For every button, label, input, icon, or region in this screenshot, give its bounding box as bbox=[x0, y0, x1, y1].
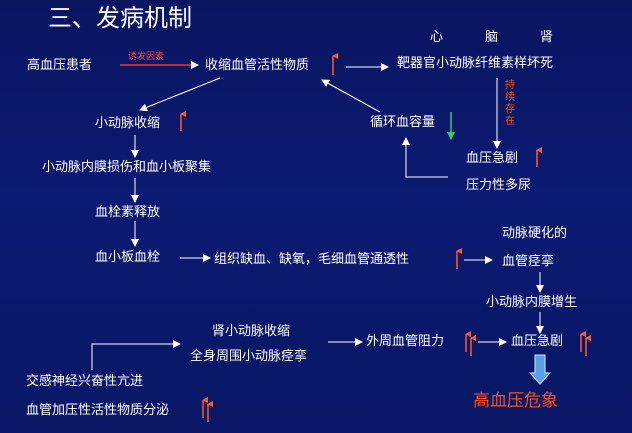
node-bp-surge-1: 血压急剧 bbox=[466, 151, 519, 166]
arrow-diuresis-loop bbox=[402, 137, 448, 178]
crisis-arrow bbox=[528, 354, 552, 385]
label-persist: 持续存在 bbox=[505, 80, 515, 127]
node-circulating-volume: 循环血容量 bbox=[370, 115, 436, 130]
node-platelet-thrombus: 血小板血栓 bbox=[95, 250, 161, 265]
node-systemic-spasm: 全身周围小动脉痉挛 bbox=[190, 349, 308, 364]
node-pressure-diuresis: 压力性多尿 bbox=[466, 178, 532, 193]
node-patient: 高血压患者 bbox=[27, 58, 93, 73]
node-peripheral-resistance: 外周血管阻力 bbox=[366, 334, 445, 349]
node-sympathetic: 交感神经兴奋性亢进 bbox=[26, 374, 144, 389]
node-crisis: 高血压危象 bbox=[473, 391, 558, 411]
node-arteriosclerotic-1: 动脉硬化的 bbox=[502, 226, 568, 241]
node-arteriosclerotic-2: 血管痉挛 bbox=[502, 254, 555, 269]
node-bp-surge-2: 血压急剧 bbox=[511, 334, 564, 349]
node-intima-hyperplasia: 小动脉内膜增生 bbox=[486, 295, 578, 310]
node-intima-injury: 小动脉内膜损伤和血小板聚集 bbox=[42, 160, 212, 175]
node-target-organ: 靶器官小动脉纤维素样坏死 bbox=[397, 56, 554, 71]
label-kidney: 肾 bbox=[540, 30, 554, 45]
node-vasopressor: 血管加压性活性物质分泌 bbox=[26, 403, 170, 418]
down-arrow-volume-head bbox=[447, 132, 455, 140]
node-thromboxane: 血栓素释放 bbox=[95, 205, 161, 220]
arrow-sympathetic-up bbox=[91, 340, 181, 370]
node-renal-arteriole: 肾小动脉收缩 bbox=[212, 324, 291, 339]
label-trigger: 诱发因素 bbox=[128, 52, 165, 62]
page-title: 三、发病机制 bbox=[48, 4, 192, 32]
arrow-to-contract bbox=[139, 77, 221, 112]
label-brain: 脑 bbox=[485, 30, 499, 45]
node-ischemia: 组织缺血、缺氧，毛细血管通透性 bbox=[214, 252, 410, 267]
arrow-volume-up bbox=[321, 79, 381, 113]
node-vasoactive: 收缩血管活性物质 bbox=[205, 58, 310, 73]
label-heart: 心 bbox=[430, 30, 444, 45]
node-arteriole-contract: 小动脉收缩 bbox=[95, 116, 161, 131]
